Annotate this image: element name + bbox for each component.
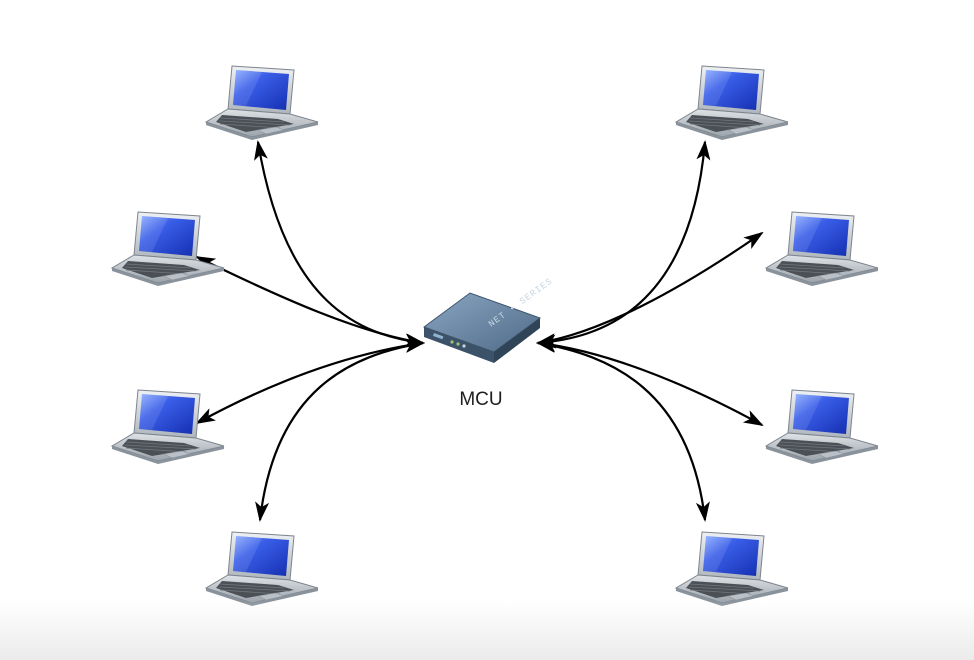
laptop-icon-7 (765, 389, 879, 465)
mcu-device-icon: NET • SERIES (422, 276, 555, 363)
connection-arrow-1 (254, 140, 425, 348)
laptop-icon-3 (111, 389, 225, 465)
laptop-icon-8 (675, 531, 789, 607)
connection-arrow-7 (536, 338, 764, 426)
laptop-icon-1 (205, 65, 319, 141)
connection-arrow-8 (536, 339, 710, 522)
connection-arrow-2 (195, 256, 425, 348)
laptop-icon-5 (675, 65, 789, 141)
laptop-icon-4 (205, 531, 319, 607)
connection-arrow-3 (195, 338, 425, 424)
device-panel (432, 333, 466, 348)
hub-label: MCU (459, 389, 502, 410)
connection-arrow-6 (536, 231, 764, 348)
connection-arrow-5 (536, 140, 711, 349)
bottom-fade (0, 600, 974, 660)
laptop-icon-2 (111, 211, 225, 287)
laptop-icon-6 (765, 211, 879, 287)
connection-arrow-4 (255, 339, 425, 522)
connections (195, 140, 764, 522)
